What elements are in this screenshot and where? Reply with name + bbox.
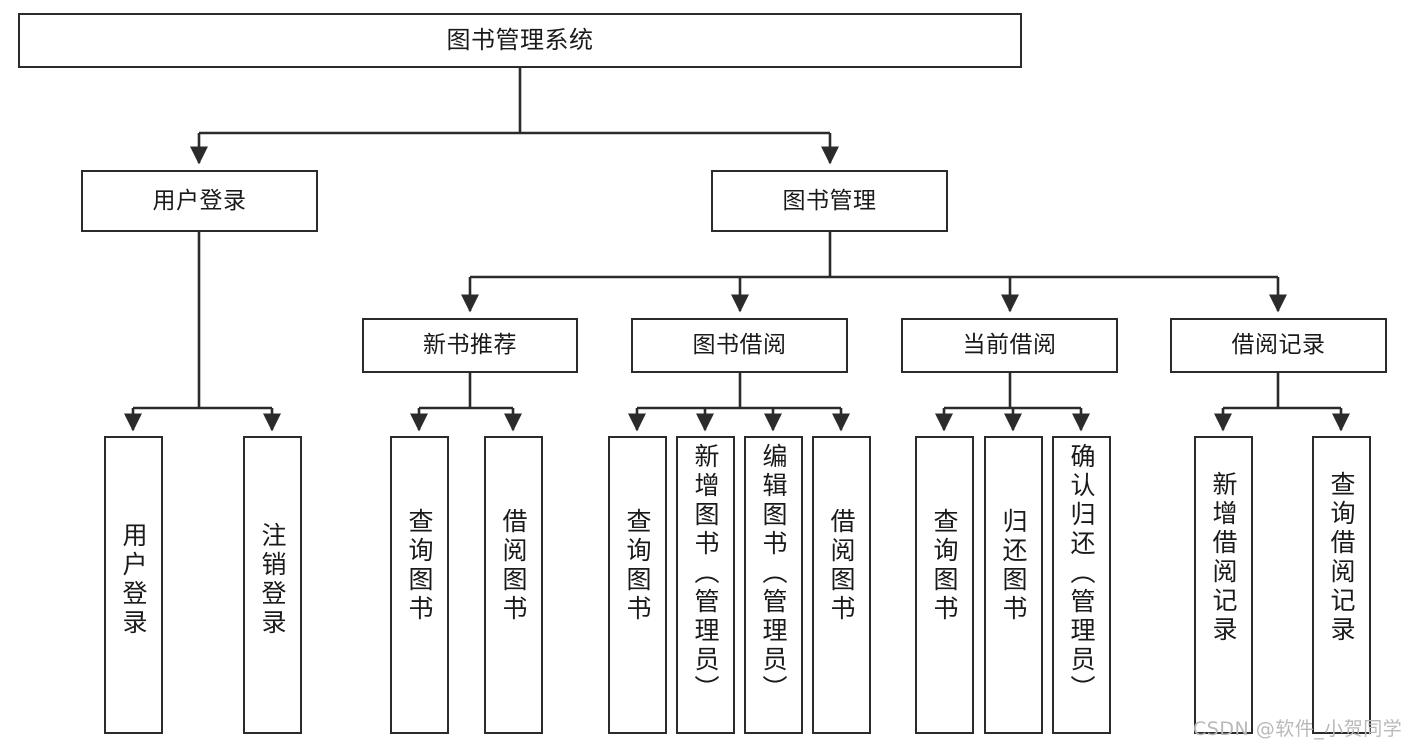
leaf-borrow-book-recommend-label: 借阅图书 (499, 508, 528, 624)
csdn-watermark: CSDN @软件_小贺同学 (1193, 718, 1403, 740)
leaf-borrow-book-recommend[interactable]: 借阅图书 (484, 436, 543, 734)
leaf-logout[interactable]: 注销登录 (243, 436, 302, 734)
leaf-query-borrow-record[interactable]: 查询借阅记录 (1312, 436, 1371, 734)
leaf-query-book-current-label: 查询图书 (930, 508, 959, 624)
leaf-user-login-label: 用户登录 (119, 522, 148, 638)
leaf-return-book-label: 归还图书 (999, 508, 1028, 624)
leaf-borrow-book[interactable]: 借阅图书 (812, 436, 871, 734)
node-borrow-record-label: 借阅记录 (1231, 332, 1326, 359)
leaf-edit-book-admin[interactable]: 编辑图书（管理员） (744, 436, 803, 734)
node-book-management-label: 图书管理 (782, 187, 877, 214)
node-user-login-label: 用户登录 (152, 187, 247, 214)
leaf-edit-book-admin-label: 编辑图书（管理员） (759, 443, 788, 704)
node-new-book-recommend-label: 新书推荐 (423, 332, 517, 359)
leaf-query-book-recommend[interactable]: 查询图书 (390, 436, 449, 734)
node-borrow-record[interactable]: 借阅记录 (1170, 318, 1387, 373)
leaf-add-book-admin-label: 新增图书（管理员） (691, 443, 720, 704)
leaf-return-book[interactable]: 归还图书 (984, 436, 1043, 734)
leaf-query-book-recommend-label: 查询图书 (405, 508, 434, 624)
leaf-query-book-current[interactable]: 查询图书 (915, 436, 974, 734)
node-book-borrow-label: 图书借阅 (692, 332, 787, 359)
leaf-add-borrow-record[interactable]: 新增借阅记录 (1194, 436, 1253, 734)
leaf-query-borrow-record-label: 查询借阅记录 (1327, 471, 1356, 645)
leaf-add-borrow-record-label: 新增借阅记录 (1209, 471, 1238, 645)
node-book-borrow[interactable]: 图书借阅 (631, 318, 848, 373)
leaf-borrow-book-label: 借阅图书 (827, 508, 856, 624)
leaf-query-book-borrow[interactable]: 查询图书 (608, 436, 667, 734)
leaf-user-login[interactable]: 用户登录 (104, 436, 163, 734)
node-user-login[interactable]: 用户登录 (81, 170, 318, 232)
leaf-add-book-admin[interactable]: 新增图书（管理员） (676, 436, 735, 734)
leaf-logout-label: 注销登录 (258, 522, 287, 638)
leaf-query-book-borrow-label: 查询图书 (623, 508, 652, 624)
node-new-book-recommend[interactable]: 新书推荐 (362, 318, 578, 373)
node-current-borrow-label: 当前借阅 (962, 332, 1057, 359)
leaf-confirm-return-admin-label: 确认归还（管理员） (1067, 443, 1096, 704)
node-root-label: 图书管理系统 (446, 25, 594, 54)
node-current-borrow[interactable]: 当前借阅 (901, 318, 1118, 373)
leaf-confirm-return-admin[interactable]: 确认归还（管理员） (1052, 436, 1111, 734)
node-root[interactable]: 图书管理系统 (18, 13, 1022, 68)
node-book-management[interactable]: 图书管理 (711, 170, 948, 232)
